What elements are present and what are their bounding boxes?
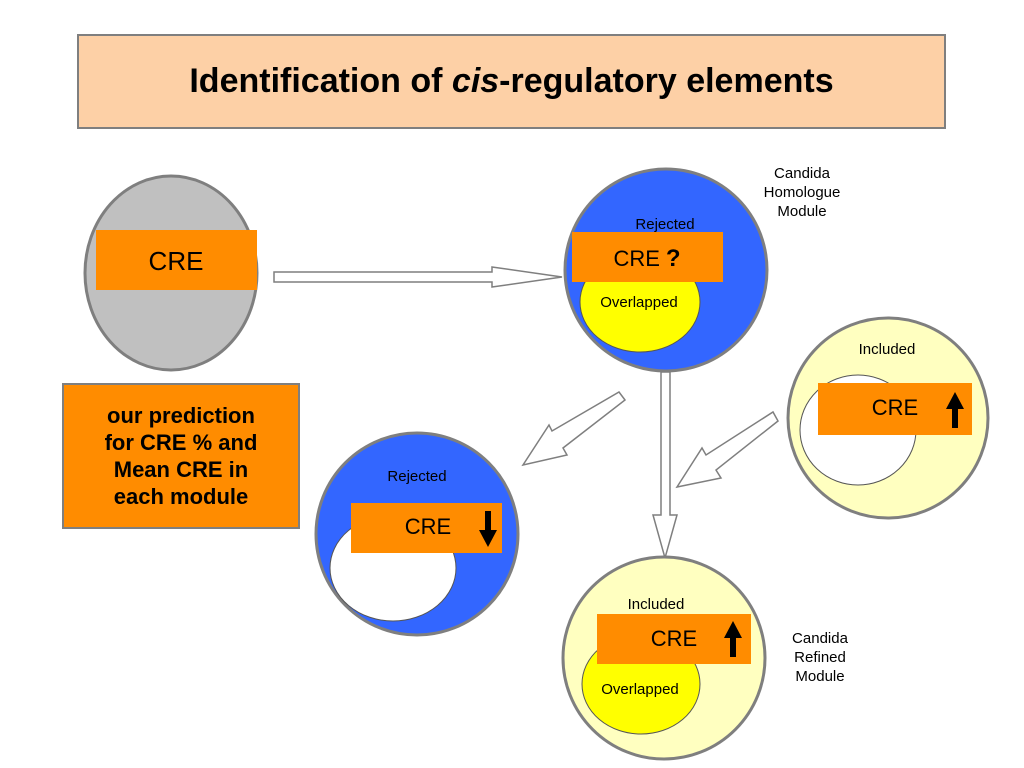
included-region-label: Included (859, 341, 916, 358)
homologue-question-mark: ? (666, 245, 681, 272)
homologue-cre-text: CRE (613, 246, 659, 271)
source-module: CRE (83, 174, 259, 372)
homologue-rejected-label: Rejected (635, 216, 694, 233)
arrow-included-to-refined (675, 410, 779, 489)
up-arrow-icon (724, 621, 742, 657)
note-line: Mean CRE in (113, 457, 249, 482)
note-line: for CRE % and (104, 430, 258, 455)
note-line: our prediction (107, 403, 255, 428)
prediction-note-text: our prediction for CRE % and Mean CRE in… (105, 402, 258, 510)
rejected-cre-label: CRE (405, 514, 451, 539)
up-arrow-icon (946, 392, 964, 428)
refined-included-label: Included (628, 596, 685, 613)
refined-module-caption: Candida Refined Module (765, 629, 875, 686)
homologue-caption-line: Module (777, 203, 827, 220)
rejected-cre-box (351, 503, 502, 553)
homologue-cre-box (572, 232, 723, 282)
refined-cre-box (597, 614, 751, 664)
homologue-caption-line: Homologue (763, 184, 841, 201)
included-module: Included CRE (786, 316, 990, 520)
title-banner: Identification of cis-regulatory element… (77, 34, 946, 129)
title-italic: cis (451, 62, 500, 100)
rejected-module: Rejected CRE (314, 431, 520, 637)
refined-overlapped-label: Overlapped (601, 681, 679, 698)
refined-module: Included CRE Overlapped (561, 555, 767, 761)
refined-caption-line: Refined (794, 649, 846, 666)
arrow-homologue-to-rejected (521, 391, 627, 467)
arrow-source-to-homologue (273, 266, 563, 288)
source-cre-label: CRE (149, 246, 204, 276)
homologue-cre-label: CRE? (613, 245, 680, 272)
refined-caption-line: Candida (792, 630, 848, 647)
down-arrow-icon (479, 511, 497, 547)
prediction-note-box: our prediction for CRE % and Mean CRE in… (62, 383, 300, 529)
page-title: Identification of cis-regulatory element… (189, 62, 833, 101)
homologue-caption-line: Candida (774, 165, 830, 182)
refined-caption-line: Module (795, 668, 845, 685)
homologue-module-caption: Candida Homologue Module (742, 164, 862, 221)
refined-cre-label: CRE (651, 626, 697, 651)
arrow-homologue-to-refined (652, 371, 678, 561)
homologue-overlapped-label: Overlapped (600, 294, 678, 311)
source-cre-box (96, 230, 257, 290)
title-prefix: Identification of (189, 62, 452, 100)
homologue-module: Rejected CRE? Overlapped (563, 167, 769, 373)
title-suffix: -regulatory elements (499, 62, 834, 100)
note-line: each module (113, 484, 249, 509)
included-cre-label: CRE (872, 395, 918, 420)
rejected-region-label: Rejected (387, 468, 446, 485)
